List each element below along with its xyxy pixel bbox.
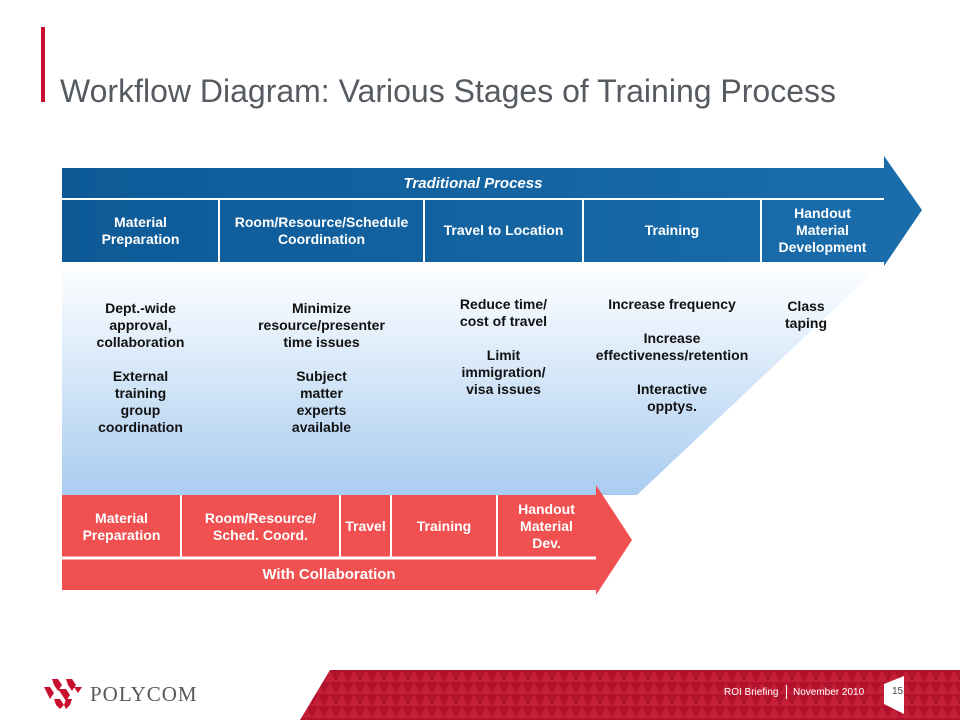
- collab-stage-material-preparation: Material Preparation: [82, 509, 161, 543]
- title-accent-bar: [41, 27, 45, 102]
- collaboration-arrow: [62, 485, 632, 595]
- trad-stage-handout: Handout Material Development: [778, 205, 867, 255]
- footer-date: November 2010: [793, 687, 865, 698]
- trad-stage-room-resource: Room/Resource/Schedule Coordination: [234, 213, 409, 247]
- with-collaboration-footer: With Collaboration: [262, 566, 396, 583]
- issues-column-handout: Class taping: [761, 298, 851, 332]
- trad-stage-travel: Travel to Location: [443, 222, 564, 238]
- issues-column-travel: Reduce time/ cost of travel Limit immigr…: [424, 296, 583, 398]
- footer-separator: [786, 685, 787, 699]
- issue-text: Interactive opptys.: [636, 381, 708, 414]
- page-number: 15: [892, 686, 904, 697]
- page-title: Workflow Diagram: Various Stages of Trai…: [60, 73, 837, 109]
- issue-text: Increase effectiveness/retention: [595, 330, 749, 363]
- issue-text: Reduce time/ cost of travel: [459, 296, 548, 329]
- issue-text: External training group coordination: [98, 368, 183, 435]
- footer-pattern-band: [300, 670, 960, 720]
- traditional-process-header: Traditional Process: [403, 175, 543, 192]
- traditional-arrow: [62, 156, 922, 266]
- polycom-brand-text: POLYCOM: [90, 682, 198, 706]
- issue-text: Dept.-wide approval, collaboration: [96, 300, 185, 350]
- footer-briefing: ROI Briefing: [724, 687, 779, 698]
- collab-stage-travel: Travel: [345, 518, 386, 534]
- issues-column-material: Dept.-wide approval, collaboration Exter…: [62, 300, 219, 436]
- issue-text: Subject matter experts available: [291, 368, 352, 435]
- issues-column-room: Minimize resource/presenter time issues …: [219, 300, 424, 436]
- issue-text: Increase frequency: [608, 296, 736, 312]
- issue-text: Class taping: [785, 298, 827, 331]
- collab-stage-training: Training: [416, 518, 472, 534]
- trad-stage-material-preparation: Material Preparation: [101, 213, 180, 247]
- transition-area: [62, 262, 884, 495]
- issue-text: Minimize resource/presenter time issues: [258, 300, 385, 350]
- collab-stage-room-resource: Room/Resource/ Sched. Coord.: [204, 509, 317, 543]
- issues-column-training: Increase frequency Increase effectivenes…: [583, 296, 761, 415]
- polycom-logo-icon: [44, 679, 82, 709]
- trad-stage-training: Training: [644, 222, 700, 238]
- collab-stage-handout: Handout Material Dev.: [518, 501, 575, 551]
- issue-text: Limit immigration/ visa issues: [461, 347, 546, 397]
